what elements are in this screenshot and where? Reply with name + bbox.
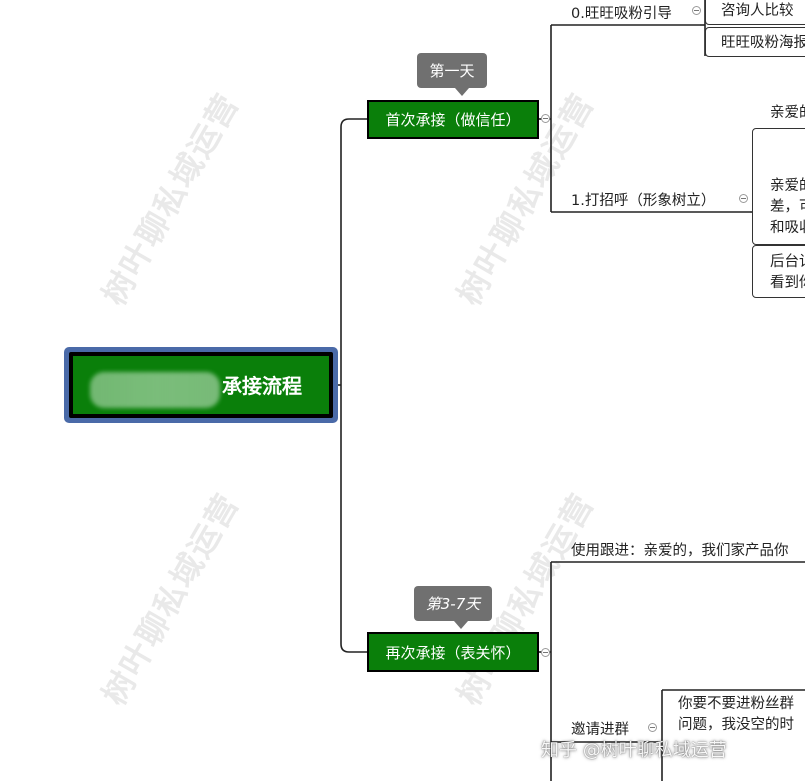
topic-wangwang[interactable]: 0.旺旺吸粉引导: [571, 6, 672, 22]
callout-tail: [454, 621, 468, 629]
collapse-icon[interactable]: [739, 194, 748, 203]
leaf-dear-2[interactable]: [752, 128, 805, 245]
collapse-icon[interactable]: [541, 648, 550, 657]
callout-first-day: 第一天: [417, 53, 487, 96]
topic-greeting[interactable]: 1.打招呼（形象树立）: [571, 193, 716, 209]
leaf-wangwang-poster[interactable]: [705, 27, 805, 57]
leaf-dear-2-line3: 和吸收: [770, 220, 805, 236]
callout-day3-7-label: 第3-7天: [425, 595, 481, 613]
leaf-consult-text: 咨询人比较: [721, 3, 794, 19]
branch-first-contact-label: 首次承接（做信任）: [385, 111, 521, 129]
collapse-icon[interactable]: [648, 723, 657, 732]
topic-usage-followup[interactable]: 使用跟进：亲爱的，我们家产品你: [571, 543, 789, 559]
leaf-invite-line2: 问题，我没空的时: [678, 717, 794, 733]
root-title: 承接流程: [222, 374, 302, 398]
leaf-dear-1: 亲爱的: [770, 105, 805, 121]
branch-second-contact-label: 再次承接（表关怀）: [385, 643, 521, 662]
leaf-backend-line1: 后台记: [770, 254, 805, 270]
leaf-dear-2-line1: 亲爱的: [770, 178, 805, 194]
leaf-backend-line2: 看到你: [770, 275, 805, 291]
branch-second-contact[interactable]: 再次承接（表关怀）: [367, 632, 539, 672]
topic-invite-group[interactable]: 邀请进群: [571, 722, 629, 738]
zhihu-credit: 知乎 @树叶聊私域运营: [541, 740, 727, 761]
callout-tail: [455, 88, 469, 96]
collapse-icon[interactable]: [692, 6, 701, 15]
leaf-dear-2-line2: 差，可: [770, 199, 805, 215]
branch-first-contact[interactable]: 首次承接（做信任）: [367, 100, 539, 139]
leaf-backend[interactable]: [752, 245, 805, 298]
callout-day3-7: 第3-7天: [414, 586, 492, 629]
collapse-icon[interactable]: [541, 114, 550, 123]
leaf-wangwang-poster-text: 旺旺吸粉海报: [721, 35, 805, 51]
leaf-consult[interactable]: [705, 0, 805, 25]
callout-first-day-label: 第一天: [429, 62, 475, 80]
leaf-invite-line1: 你要不要进粉丝群: [678, 696, 794, 712]
redacted-text-blur: [90, 372, 220, 408]
